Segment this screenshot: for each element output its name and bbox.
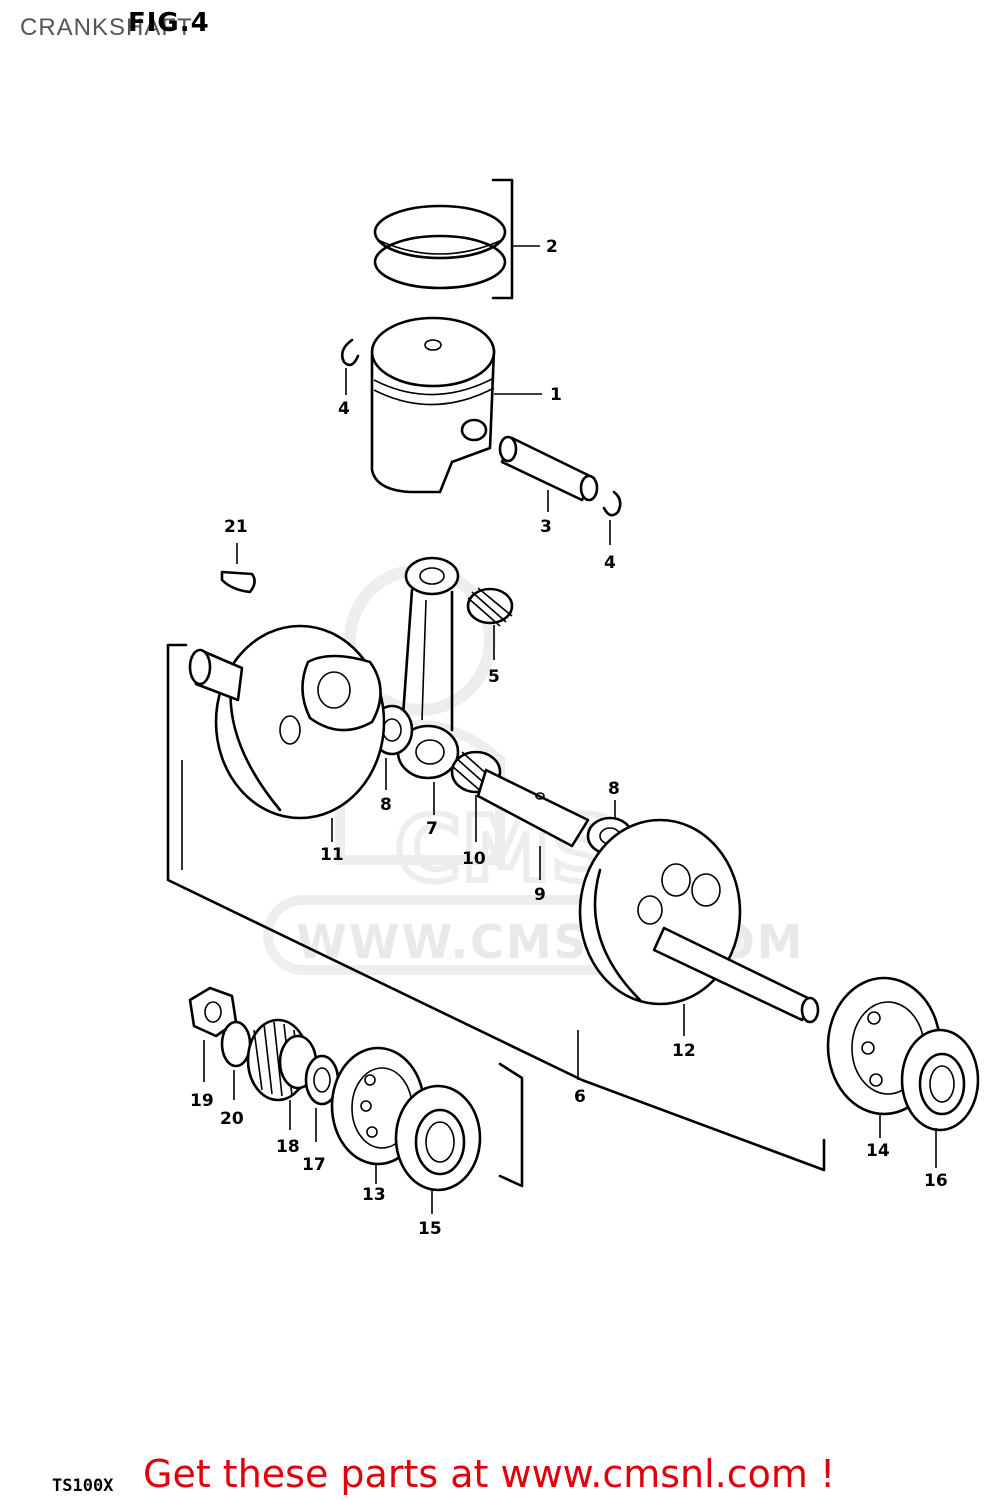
circlip-left [340,338,360,395]
woodruff-key [220,543,256,594]
callout-6: 6 [574,1087,586,1107]
callout-18: 18 [276,1137,300,1157]
page-title: CRANKSHAFT [20,14,193,41]
callout-19: 19 [190,1091,214,1111]
small-end-bearing [466,587,514,660]
oil-seal-left [394,1084,482,1214]
piston-pin [498,435,599,512]
callout-10: 10 [462,849,486,869]
piston-rings [373,178,540,300]
circlip-right [602,490,622,545]
callout-3: 3 [540,517,552,537]
lock-washer [220,1020,252,1100]
callout-1: 1 [550,385,562,405]
callout-14: 14 [866,1141,890,1161]
left-group-bracket [498,1062,524,1188]
callout-8-left: 8 [380,795,392,815]
callout-21: 21 [224,517,248,537]
callout-11: 11 [320,845,344,865]
callout-20: 20 [220,1109,244,1129]
callout-8-right: 8 [608,779,620,799]
figure-label: FIG.4 [128,8,210,38]
svg-text:CMS: CMS [395,797,615,902]
piston [370,316,542,494]
primary-drive-gear [246,1018,318,1130]
oil-seal-right [900,1028,980,1168]
callout-4-left: 4 [338,399,350,419]
crank-web-left [188,624,386,842]
callout-labels: 1 2 3 4 4 5 6 7 8 8 9 10 11 12 13 14 15 … [190,237,948,1239]
callout-2: 2 [546,237,558,257]
assembly-bracket [166,643,826,1172]
callout-5: 5 [488,667,500,687]
callout-12: 12 [672,1041,696,1061]
callout-13: 13 [362,1185,386,1205]
callout-9: 9 [534,885,546,905]
model-code: TS100X [52,1476,114,1496]
callout-16: 16 [924,1171,948,1191]
nut [188,986,238,1082]
callout-15: 15 [418,1219,442,1239]
crank-pin [476,768,590,880]
crank-web-right [578,818,820,1036]
callout-4-right: 4 [604,553,616,573]
callout-7: 7 [426,819,438,839]
promo-link[interactable]: Get these parts at www.cmsnl.com ! [143,1452,836,1496]
connecting-rod [396,556,460,815]
callout-17: 17 [302,1155,326,1175]
